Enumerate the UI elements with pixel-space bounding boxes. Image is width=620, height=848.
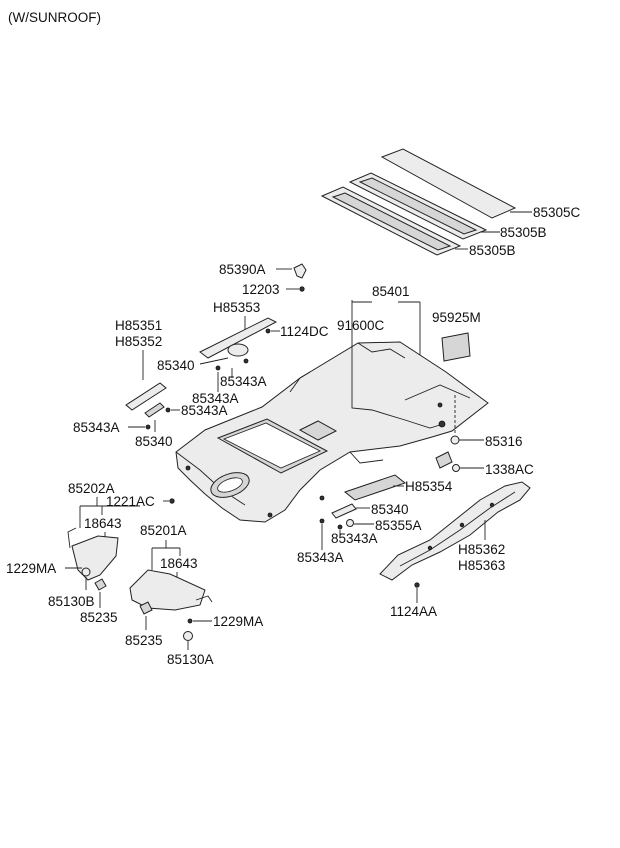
nut-1338AC [452, 464, 460, 472]
grip-85340-right [331, 503, 357, 519]
label-85355A: 85355A [375, 518, 422, 533]
label-1124DC: 1124DC [280, 324, 329, 339]
label-91600C: 91600C [337, 318, 385, 333]
label-18643-left: 18643 [84, 516, 122, 531]
label-H85353: H85353 [213, 300, 260, 315]
hook-85390A [293, 263, 307, 279]
label-85343A-5: 85343A [331, 531, 378, 546]
label-85305B-upper: 85305B [500, 225, 547, 240]
label-85343A-3: 85343A [181, 403, 228, 418]
label-85235-right: 85235 [125, 633, 163, 648]
label-95925M: 95925M [432, 310, 481, 325]
screw-1124AA [414, 582, 420, 588]
label-85130A: 85130A [167, 652, 214, 667]
wiring-91600C [351, 300, 441, 429]
label-12203: 12203 [242, 282, 280, 297]
label-85130B: 85130B [48, 594, 95, 609]
label-1338AC: 1338AC [485, 462, 534, 477]
rail-H85353 [199, 317, 278, 359]
label-1229MA-left: 1229MA [6, 561, 56, 576]
label-18643-right: 18643 [160, 556, 198, 571]
label-85343A-4: 85343A [73, 420, 120, 435]
sunvisor-left [71, 535, 119, 581]
cap-85355A [346, 519, 354, 527]
label-H85363: H85363 [458, 558, 505, 573]
label-H85351: H85351 [115, 318, 162, 333]
label-85401: 85401 [372, 284, 410, 299]
label-85316: 85316 [485, 434, 523, 449]
label-85390A: 85390A [219, 262, 266, 277]
label-85305C: 85305C [533, 205, 581, 220]
holder-85235-right [139, 601, 153, 615]
clip-85130B [81, 567, 91, 577]
lamp-H85354 [343, 474, 407, 501]
label-85343A-1: 85343A [220, 374, 267, 389]
label-85340-lower: 85340 [135, 434, 173, 449]
label-plate-95925M [441, 332, 471, 362]
pad-85305C [380, 148, 517, 219]
label-85340-upper: 85340 [157, 358, 195, 373]
screw-1124DC [265, 328, 271, 334]
label-85201A: 85201A [140, 523, 187, 538]
grip-85340-upper [227, 343, 249, 357]
label-85202A: 85202A [68, 481, 115, 496]
grip-H85351 [125, 382, 167, 411]
label-1124AA: 1124AA [390, 604, 437, 619]
screw-1221AC [169, 498, 175, 504]
label-1229MA-right: 1229MA [213, 614, 263, 629]
grip-85340-lower [144, 402, 165, 418]
label-85343A-2: 85343A [192, 391, 239, 406]
bracket [435, 451, 453, 469]
label-85340-right: 85340 [371, 502, 409, 517]
label-85235-left: 85235 [80, 610, 118, 625]
label-85305B-lower: 85305B [469, 243, 516, 258]
label-1221AC: 1221AC [106, 494, 155, 509]
headlining-pad-stack [320, 148, 517, 256]
screw-12203 [299, 286, 305, 292]
holder-85235-left [94, 578, 107, 591]
screw-1229MA [187, 618, 193, 624]
label-H85362: H85362 [458, 542, 505, 557]
clip-85316 [450, 435, 460, 445]
sunvisor-right [129, 569, 206, 611]
clip-85130A [183, 631, 193, 641]
label-85343A-6: 85343A [297, 550, 344, 565]
label-H85352: H85352 [115, 334, 162, 349]
headliner-panel-85401 [175, 341, 489, 523]
variant-heading: (W/SUNROOF) [8, 10, 101, 25]
label-H85354: H85354 [405, 479, 453, 494]
